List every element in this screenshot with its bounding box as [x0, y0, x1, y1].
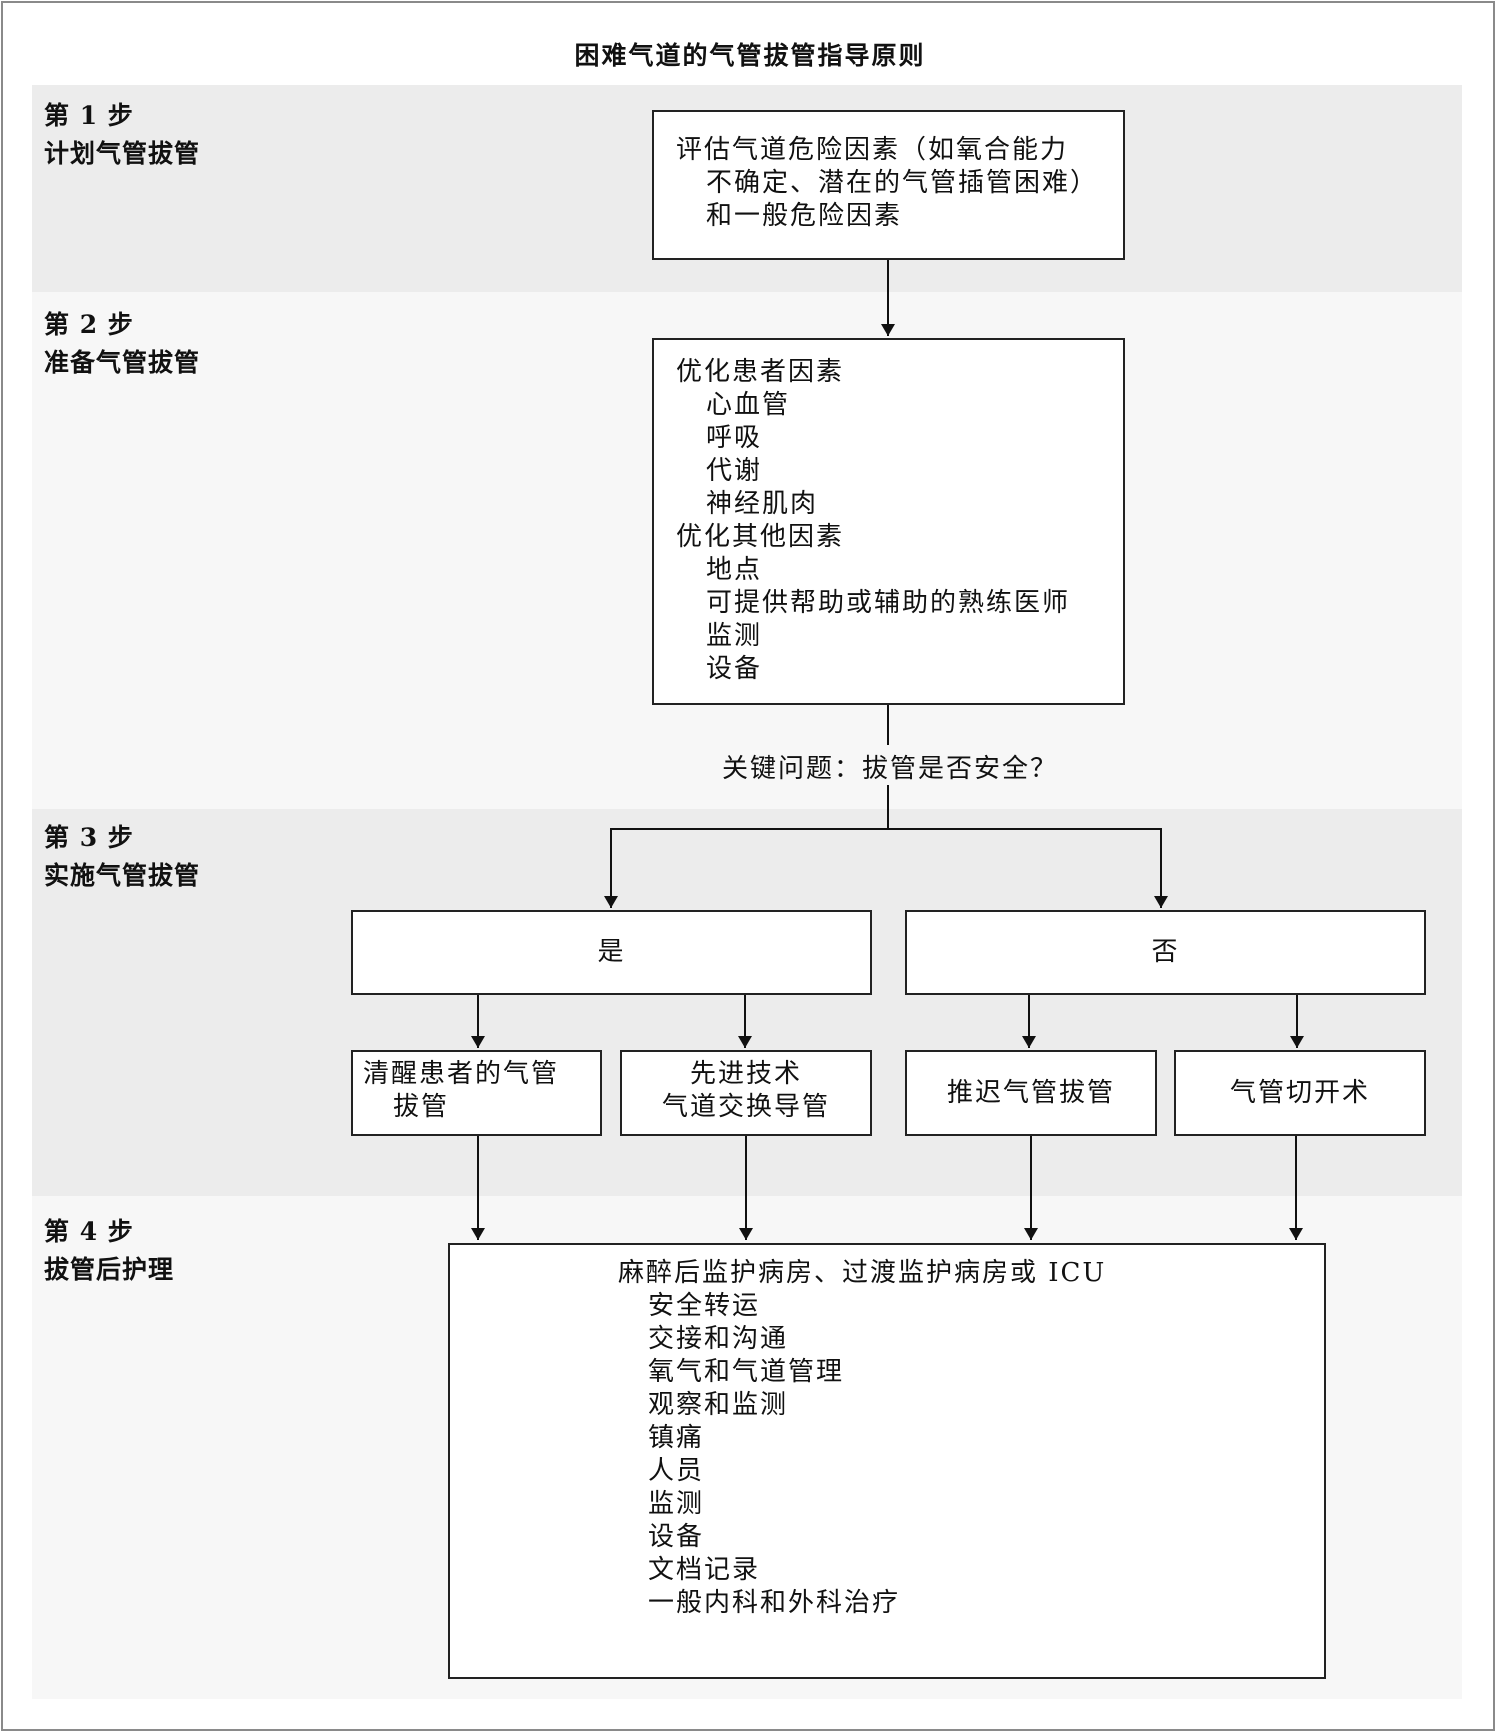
diagram-title: 困难气道的气管拔管指导原则 — [574, 41, 926, 70]
post-care-item: 监测 — [648, 1489, 705, 1519]
assess-line-1: 评估气道危险因素（如氧合能力 — [676, 135, 1069, 165]
patient-factor-item: 代谢 — [706, 456, 763, 486]
assess-risk-box: 评估气道危险因素（如氧合能力 不确定、潜在的气管插管困难） 和一般危险因素 — [652, 110, 1125, 260]
step-2-name: 准备气管拔管 — [44, 348, 201, 377]
yes-box: 是 — [351, 910, 872, 995]
step-1-number: 第 1 步 — [44, 101, 134, 130]
tracheostomy-box: 气管切开术 — [1174, 1050, 1426, 1136]
step-2-label: 第 2 步 准备气管拔管 — [44, 306, 200, 382]
post-care-item: 一般内科和外科治疗 — [648, 1588, 901, 1618]
post-care-item: 镇痛 — [648, 1423, 705, 1453]
advanced-line-1: 先进技术 — [689, 1059, 802, 1089]
assess-line-2: 不确定、潜在的气管插管困难） — [706, 168, 1099, 198]
delay-extubation-box: 推迟气管拔管 — [905, 1050, 1157, 1136]
yes-label: 是 — [597, 937, 626, 967]
advanced-technique-box: 先进技术 气道交换导管 — [620, 1050, 872, 1136]
trach-label: 气管切开术 — [1229, 1077, 1370, 1108]
awake-line-2: 拔管 — [393, 1092, 450, 1122]
step-2-number: 第 2 步 — [44, 310, 134, 339]
other-factors-heading: 优化其他因素 — [676, 522, 845, 552]
post-care-item: 人员 — [648, 1456, 705, 1486]
patient-factors-heading: 优化患者因素 — [676, 357, 845, 387]
other-factor-item: 地点 — [706, 555, 763, 585]
advanced-line-2: 气道交换导管 — [661, 1092, 830, 1122]
post-care-item: 交接和沟通 — [648, 1324, 789, 1354]
patient-factor-item: 呼吸 — [706, 423, 763, 453]
patient-factor-item: 神经肌肉 — [706, 489, 819, 519]
post-care-item: 氧气和气道管理 — [648, 1357, 845, 1387]
awake-extubation-box: 清醒患者的气管 拔管 — [351, 1050, 602, 1136]
step-1-name: 计划气管拔管 — [44, 139, 201, 168]
step-4-label: 第 4 步 拔管后护理 — [44, 1213, 174, 1289]
delay-label: 推迟气管拔管 — [946, 1077, 1115, 1108]
other-factor-item: 可提供帮助或辅助的熟练医师 — [706, 588, 1071, 618]
no-box: 否 — [905, 910, 1426, 995]
no-label: 否 — [1151, 937, 1180, 967]
step-3-label: 第 3 步 实施气管拔管 — [44, 819, 200, 895]
post-care-heading: 麻醉后监护病房、过渡监护病房或 ICU — [618, 1258, 1107, 1288]
awake-line-1: 清醒患者的气管 — [363, 1059, 560, 1089]
key-question-label: 关键问题：拔管是否安全？ — [700, 748, 1080, 785]
patient-factor-item: 心血管 — [706, 390, 791, 420]
step-1-label: 第 1 步 计划气管拔管 — [44, 97, 200, 173]
prepare-box: 优化患者因素 心血管 呼吸 代谢 神经肌肉 优化其他因素 地点 可提供帮助或辅助… — [652, 338, 1125, 705]
post-extubation-care-box: 麻醉后监护病房、过渡监护病房或 ICU 安全转运 交接和沟通 氧气和气道管理 观… — [448, 1243, 1326, 1679]
post-care-item: 文档记录 — [648, 1555, 761, 1585]
other-factor-item: 监测 — [706, 621, 763, 651]
step-3-name: 实施气管拔管 — [44, 861, 201, 890]
assess-line-3: 和一般危险因素 — [706, 201, 903, 231]
other-factor-item: 设备 — [706, 654, 763, 684]
post-care-item: 安全转运 — [648, 1291, 761, 1321]
step-4-name: 拔管后护理 — [44, 1255, 175, 1284]
post-care-item: 设备 — [648, 1522, 705, 1552]
step-4-number: 第 4 步 — [44, 1217, 134, 1246]
post-care-item: 观察和监测 — [648, 1390, 789, 1420]
step-3-number: 第 3 步 — [44, 823, 134, 852]
